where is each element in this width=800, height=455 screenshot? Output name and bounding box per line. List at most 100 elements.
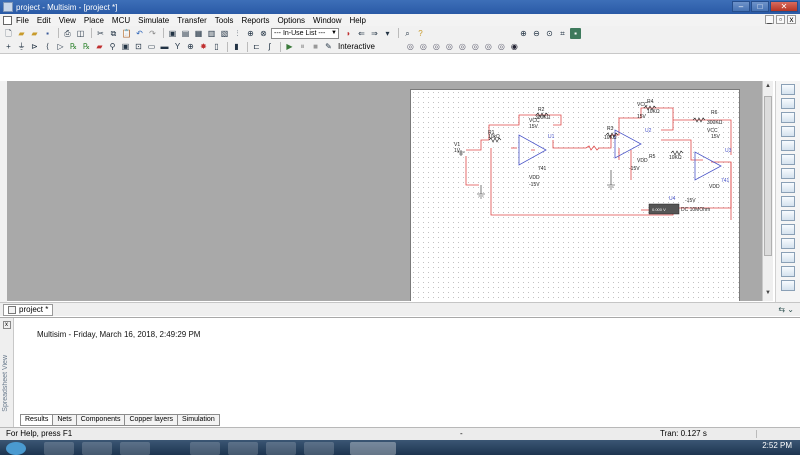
menu-reports[interactable]: Reports [241,15,270,25]
zoom-out-icon[interactable]: ⊖ [533,28,540,38]
menu-simulate[interactable]: Simulate [138,15,170,25]
tab-project[interactable]: project * [3,303,54,316]
place-misc-icon[interactable]: ▭ [147,42,156,51]
menu-place[interactable]: Place [83,15,104,25]
back-annotate-icon[interactable]: ⇐ [358,28,365,38]
taskbar-app-paint-icon[interactable] [266,442,296,455]
copy-icon[interactable]: ⧉ [110,28,117,38]
probe-digital-icon[interactable]: ◎ [471,42,479,51]
logic-analyzer-icon[interactable] [781,210,795,221]
place-diode-icon[interactable]: ⊳ [31,42,38,51]
find-examples-icon[interactable]: ⌕ [405,28,410,38]
place-indicator-icon[interactable]: ▣ [121,42,130,51]
probe-differential-icon[interactable]: ◎ [445,42,453,51]
taskbar-app-word-icon[interactable] [228,442,258,455]
close-button[interactable]: ✕ [770,1,798,12]
cut-icon[interactable]: ✂ [97,28,104,38]
spreadsheet-icon[interactable]: ▦ [194,28,203,38]
workspace-vertical-scrollbar[interactable]: ▲ ▼ [762,81,773,301]
place-mcu-icon[interactable]: ▮ [234,42,239,51]
place-ni-icon[interactable]: ✸ [200,42,207,51]
menu-tools[interactable]: Tools [214,15,234,25]
place-electromechanical-icon[interactable]: ⊕ [187,42,194,51]
wattmeter-icon[interactable] [781,112,795,123]
stop-icon[interactable]: ■ [313,42,318,51]
four-channel-oscilloscope-icon[interactable] [781,140,795,151]
probe-power-icon[interactable]: ◎ [432,42,440,51]
place-power-icon[interactable]: ⊡ [135,42,142,51]
place-connector-icon[interactable]: ▯ [214,42,219,51]
open-samples-icon[interactable]: ▰ [31,28,38,38]
agilent-generator-icon[interactable] [781,280,795,291]
place-analog-icon[interactable]: ▷ [57,42,64,51]
logic-converter-icon[interactable] [781,196,795,207]
open-icon[interactable]: ▰ [18,28,25,38]
place-mixed-icon[interactable]: ⚲ [109,42,116,51]
menu-window[interactable]: Window [313,15,342,25]
oscilloscope-icon[interactable] [781,126,795,137]
distortion-analyzer-icon[interactable] [781,238,795,249]
menu-edit[interactable]: Edit [36,15,51,25]
zoom-fit-icon[interactable]: ⌗ [560,28,565,38]
probe-voltage-icon[interactable]: ◎ [406,42,414,51]
taskbar-app-multisim-icon[interactable] [350,442,396,455]
postprocessor-icon[interactable]: ⫶ [236,28,239,38]
minimize-button[interactable]: – [732,1,750,12]
menu-transfer[interactable]: Transfer [177,15,207,25]
place-rf-icon[interactable]: Y [174,42,181,51]
place-advanced-peripherals-icon[interactable]: ▬ [160,42,169,51]
in-use-list-dropdown[interactable]: --- In-Use List --- ▼ [271,27,339,39]
tab-components[interactable]: Components [75,414,125,426]
dropdown-arrow-icon[interactable]: ▾ [385,28,390,38]
tab-scroll-icon[interactable]: ⇆ ⌄ [778,305,794,314]
tab-simulation[interactable]: Simulation [177,414,220,426]
doc-minimize-button[interactable]: _ [765,15,774,24]
close-panel-icon[interactable]: x [2,321,11,329]
schematic-workspace[interactable]: 0.000 V R1 10kΩ V1 1V R2 300KΩ VCC 15V 7… [7,81,771,301]
tab-results[interactable]: Results [20,414,53,426]
print-preview-icon[interactable]: ◫ [76,28,85,38]
place-transistor-icon[interactable]: ⟨ [45,42,50,51]
taskbar-app-chrome-icon[interactable] [190,442,220,455]
place-ttl-icon[interactable]: ℞ [69,42,78,51]
probe-reference-icon[interactable]: ◎ [458,42,466,51]
taskbar-app-ie-icon[interactable] [44,442,74,455]
full-screen-icon[interactable]: ▪ [570,27,581,39]
function-generator-icon[interactable] [781,98,795,109]
tab-copper-layers[interactable]: Copper layers [124,414,178,426]
forward-annotate-icon[interactable]: ⇒ [371,28,378,38]
help-icon[interactable]: ? [418,28,423,38]
menu-help[interactable]: Help [349,15,366,25]
place-basic-icon[interactable]: ⏚ [17,42,26,51]
menu-view[interactable]: View [58,15,76,25]
undo-icon[interactable]: ↶ [136,28,143,38]
ercheck-icon[interactable]: ⊗ [260,28,267,38]
toggle-fullscreen-icon[interactable]: ▣ [168,28,177,38]
taskbar-app-explorer-icon[interactable] [82,442,112,455]
new-icon[interactable]: 🗋 [5,28,12,38]
save-icon[interactable]: ▪ [46,28,49,38]
hierarchical-block-icon[interactable]: ⊏ [253,42,260,51]
probe-current-icon[interactable]: ◎ [419,42,427,51]
maximize-button[interactable]: □ [751,1,769,12]
probe-extra-icon[interactable]: ◎ [497,42,505,51]
run-icon[interactable]: ▶ [286,42,293,51]
menu-file[interactable]: File [16,15,29,25]
word-generator-icon[interactable] [781,182,795,193]
iv-analyzer-icon[interactable] [781,224,795,235]
doc-close-button[interactable]: x [787,15,796,24]
place-misc-digital-icon[interactable]: ▰ [96,42,103,51]
scroll-down-icon[interactable]: ▼ [765,290,771,296]
print-icon[interactable]: ⎙ [64,28,71,38]
pause-icon[interactable]: ⏸ [300,42,305,51]
probe-enable-icon[interactable]: ◉ [510,42,518,51]
frequency-counter-icon[interactable] [781,168,795,179]
doc-restore-button[interactable]: ▫ [776,15,785,24]
schematic-sheet[interactable]: 0.000 V R1 10kΩ V1 1V R2 300KΩ VCC 15V 7… [410,89,740,301]
scroll-up-icon[interactable]: ▲ [765,83,771,89]
ultiboard-icon[interactable]: ◗ [346,28,351,38]
tab-nets[interactable]: Nets [52,414,76,426]
menu-options[interactable]: Options [277,15,306,25]
bus-icon[interactable]: ʃ [268,42,271,51]
redo-icon[interactable]: ↷ [149,28,156,38]
